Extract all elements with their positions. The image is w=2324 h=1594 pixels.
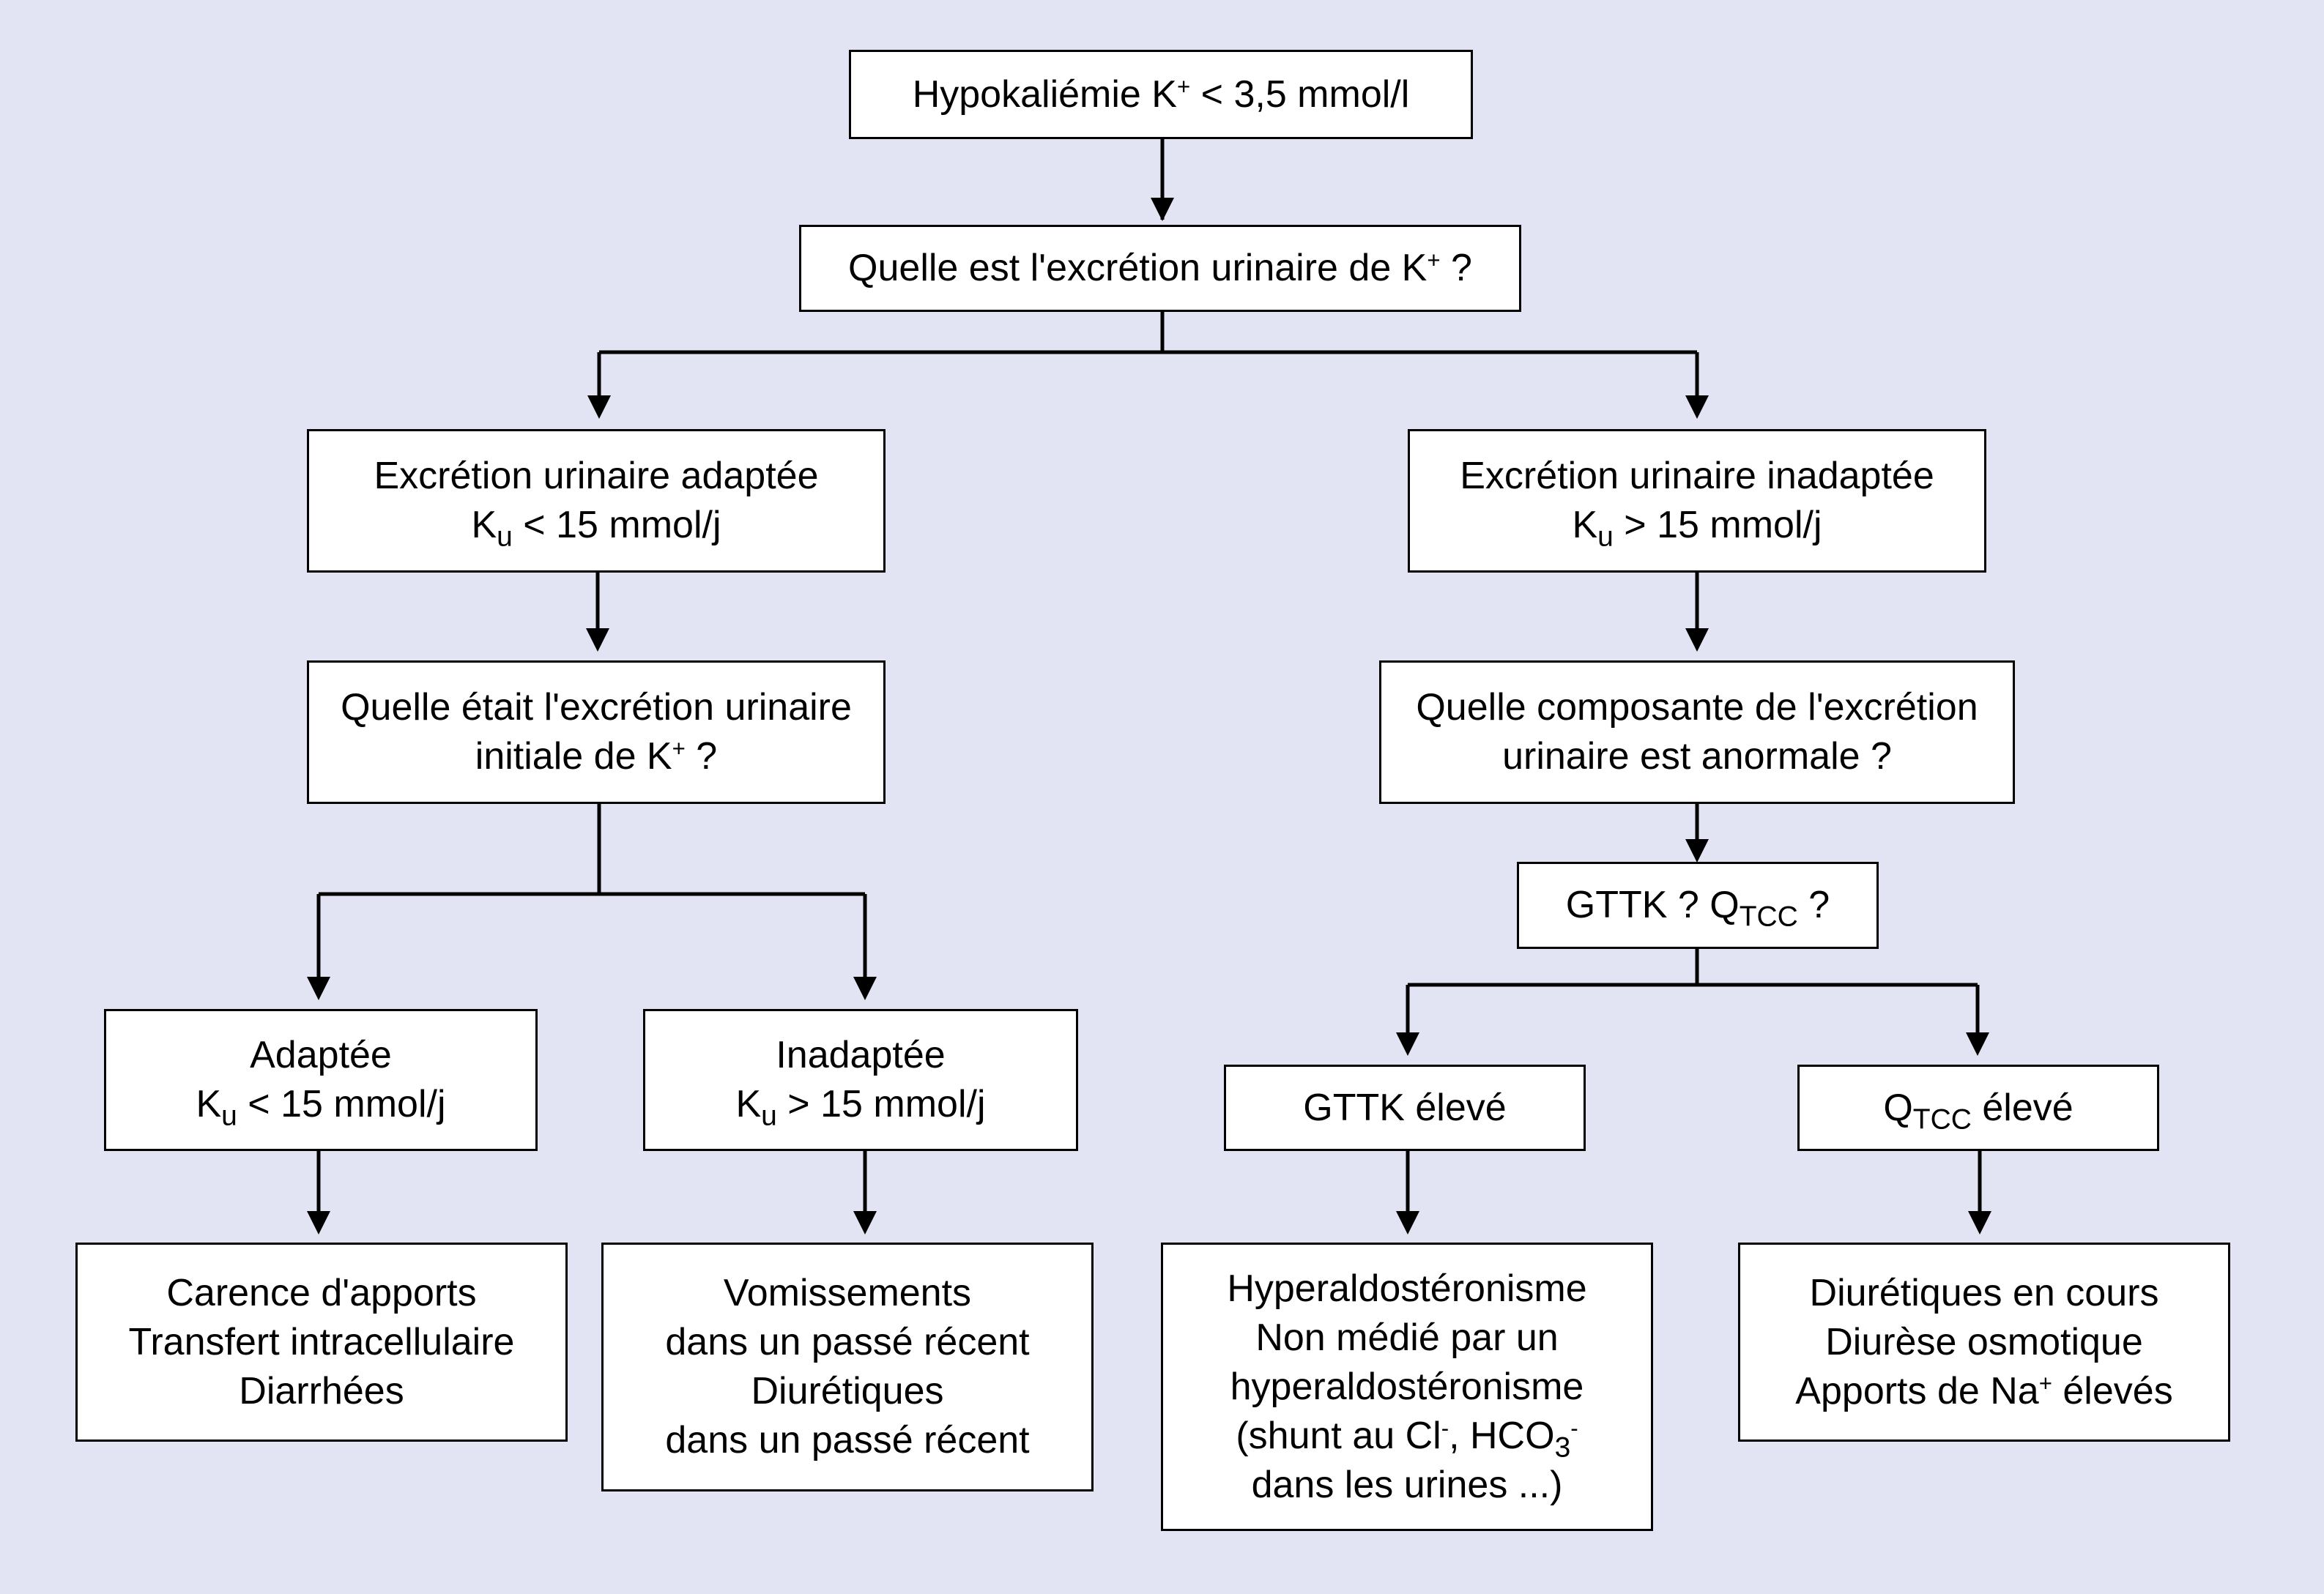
- node-question-composante-line2: urinaire est anormale ?: [1502, 735, 1892, 778]
- node-question-composante-line1: Quelle composante de l'excrétion: [1416, 686, 1978, 729]
- node-excretion-adaptee-line1: Excrétion urinaire adaptée: [374, 455, 819, 497]
- node-excretion-inadaptee-line2: Ku > 15 mmol/j: [1572, 504, 1822, 553]
- node-hypokaliemie: Hypokaliémie K+ < 3,5 mmol/l: [849, 50, 1473, 139]
- node-diuretiques-line2: Diurèse osmotique: [1825, 1320, 2143, 1363]
- node-vomissements: Vomissements dans un passé récent Diurét…: [601, 1243, 1094, 1491]
- node-gttk-eleve: GTTK élevé: [1224, 1065, 1586, 1151]
- node-carence: Carence d'apports Transfert intracellula…: [75, 1243, 568, 1442]
- node-hypokaliemie-text: Hypokaliémie K+ < 3,5 mmol/l: [912, 72, 1410, 116]
- node-adaptee-line2: Ku < 15 mmol/j: [196, 1083, 446, 1132]
- node-excretion-adaptee: Excrétion urinaire adaptée Ku < 15 mmol/…: [307, 429, 886, 573]
- node-diuretiques-line3: Apports de Na+ élevés: [1795, 1369, 2173, 1412]
- node-hyperaldosteronisme-line4: (shunt au Cl-, HCO3-: [1236, 1414, 1578, 1464]
- node-question-excretion-text: Quelle est l'excrétion urinaire de K+ ?: [848, 247, 1472, 289]
- node-hyperaldosteronisme-line1: Hyperaldostéronisme: [1227, 1267, 1587, 1310]
- connector-leftq-split: [316, 804, 867, 981]
- arrowhead-right1-to-rightq: [1685, 628, 1709, 652]
- arrowhead-inadaptee-to-vomissements: [853, 1211, 877, 1234]
- node-qtcc-eleve-text: QTCC élevé: [1883, 1086, 2074, 1136]
- arrowhead-leftq-to-adaptee: [307, 977, 330, 1000]
- node-carence-line2: Transfert intracellulaire: [128, 1320, 515, 1363]
- arrowhead-left1-to-leftq: [586, 628, 609, 652]
- node-hyperaldosteronisme: Hyperaldostéronisme Non médié par un hyp…: [1161, 1243, 1653, 1531]
- node-carence-line1: Carence d'apports: [166, 1271, 477, 1314]
- node-qtcc-eleve: QTCC élevé: [1797, 1065, 2159, 1151]
- node-vomissements-line2: dans un passé récent: [665, 1321, 1030, 1363]
- node-excretion-adaptee-line2: Ku < 15 mmol/j: [471, 504, 721, 553]
- node-inadaptee: Inadaptée Ku > 15 mmol/j: [643, 1009, 1078, 1151]
- connector-q1-split: [597, 312, 1699, 403]
- node-gttk-eleve-text: GTTK élevé: [1303, 1086, 1507, 1129]
- node-inadaptee-line2: Ku > 15 mmol/j: [735, 1083, 986, 1132]
- node-question-composante: Quelle composante de l'excrétion urinair…: [1379, 660, 2015, 804]
- node-diuretiques-line1: Diurétiques en cours: [1809, 1271, 2159, 1314]
- arrowhead-adaptee-to-carence: [307, 1211, 330, 1234]
- node-carence-line3: Diarrhées: [239, 1369, 404, 1412]
- arrowhead-gttkq-to-qtcceleve: [1966, 1032, 1989, 1056]
- node-inadaptee-line1: Inadaptée: [776, 1034, 946, 1076]
- node-hyperaldosteronisme-line2: Non médié par un: [1255, 1316, 1559, 1359]
- node-excretion-inadaptee: Excrétion urinaire inadaptée Ku > 15 mmo…: [1408, 429, 1986, 573]
- arrowhead-gttkq-to-gttkeleve: [1396, 1032, 1419, 1056]
- node-diuretiques: Diurétiques en cours Diurèse osmotique A…: [1738, 1243, 2230, 1442]
- arrowhead-gttkeleve-to-hyperaldo: [1396, 1211, 1419, 1234]
- node-question-initiale-line2: initiale de K+ ?: [475, 735, 718, 778]
- node-gttk-qtcc-question-text: GTTK ? QTCC ?: [1565, 884, 1830, 933]
- node-gttk-qtcc-question: GTTK ? QTCC ?: [1517, 862, 1879, 949]
- node-adaptee-line1: Adaptée: [250, 1034, 392, 1076]
- node-question-initiale-line1: Quelle était l'excrétion urinaire: [341, 686, 852, 729]
- node-question-initiale: Quelle était l'excrétion urinaire initia…: [307, 660, 886, 804]
- arrowhead-qtcceleve-to-diuretiques: [1968, 1211, 1991, 1234]
- node-vomissements-line4: dans un passé récent: [665, 1419, 1030, 1461]
- node-question-excretion: Quelle est l'excrétion urinaire de K+ ?: [799, 225, 1521, 312]
- arrowhead-q1-to-left1: [587, 395, 611, 419]
- node-vomissements-line3: Diurétiques: [751, 1370, 944, 1412]
- arrowhead-rightq-to-gttkq: [1685, 839, 1709, 863]
- arrowhead-q1-to-right1: [1685, 395, 1709, 419]
- arrowhead-root-to-q1: [1151, 198, 1174, 221]
- node-hyperaldosteronisme-line3: hyperaldostéronisme: [1230, 1365, 1584, 1408]
- arrowhead-leftq-to-inadaptee: [853, 977, 877, 1000]
- node-vomissements-line1: Vomissements: [723, 1272, 972, 1314]
- node-hyperaldosteronisme-line5: dans les urines ...): [1251, 1463, 1563, 1506]
- node-adaptee: Adaptée Ku < 15 mmol/j: [104, 1009, 538, 1151]
- connector-gttkq-split: [1406, 949, 1980, 1040]
- node-excretion-inadaptee-line1: Excrétion urinaire inadaptée: [1460, 455, 1934, 497]
